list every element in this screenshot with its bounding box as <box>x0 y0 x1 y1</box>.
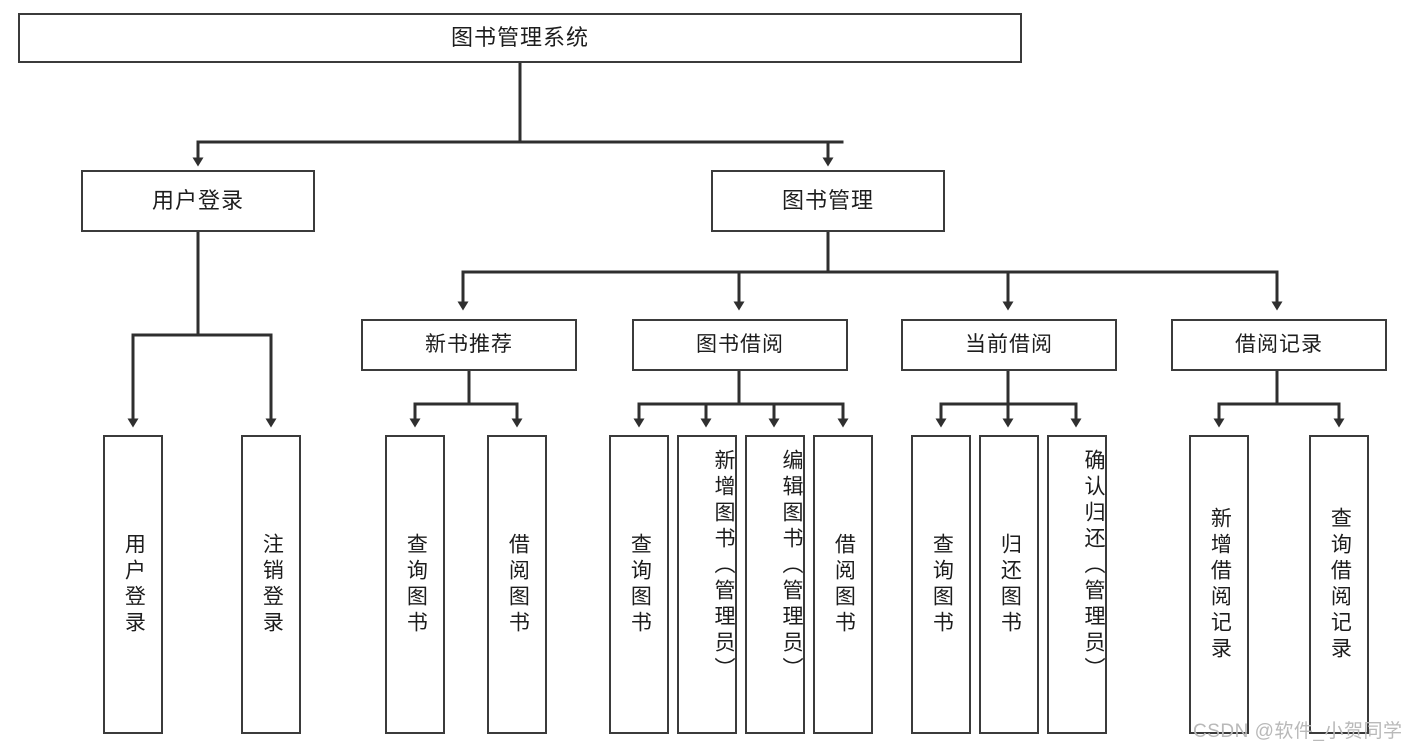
node-leaf-user-login[interactable]: 用户登录 <box>103 435 163 734</box>
node-borrow-record[interactable]: 借阅记录 <box>1171 319 1387 371</box>
node-leaf-edit-book[interactable]: 编辑图书（管理员） <box>745 435 805 734</box>
node-leaf-return-book-label: 归还图书 <box>998 532 1022 637</box>
node-leaf-confirm-return-label: 确认归还（管理员） <box>1082 449 1105 683</box>
node-root-label: 图书管理系统 <box>450 25 589 51</box>
node-leaf-borrow-book-2-label: 借阅图书 <box>832 532 856 637</box>
node-leaf-query-book-3[interactable]: 查询图书 <box>911 435 971 734</box>
node-leaf-borrow-book-1-label: 借阅图书 <box>506 532 530 637</box>
node-leaf-query-book-3-label: 查询图书 <box>930 532 954 637</box>
node-leaf-query-book-2-label: 查询图书 <box>628 532 652 637</box>
node-current-borrow[interactable]: 当前借阅 <box>901 319 1117 371</box>
node-book-manage[interactable]: 图书管理 <box>711 170 945 232</box>
node-root[interactable]: 图书管理系统 <box>18 13 1022 63</box>
node-book-borrow[interactable]: 图书借阅 <box>632 319 848 371</box>
node-leaf-query-record[interactable]: 查询借阅记录 <box>1309 435 1369 734</box>
node-leaf-query-book-1[interactable]: 查询图书 <box>385 435 445 734</box>
node-leaf-add-book[interactable]: 新增图书（管理员） <box>677 435 737 734</box>
node-leaf-edit-book-label: 编辑图书（管理员） <box>780 449 803 683</box>
node-borrow-record-label: 借阅记录 <box>1235 332 1323 356</box>
watermark: CSDN @软件_小贺同学 <box>1193 721 1403 742</box>
node-current-borrow-label: 当前借阅 <box>965 332 1053 356</box>
node-leaf-query-record-label: 查询借阅记录 <box>1328 506 1352 663</box>
node-leaf-logout-label: 注销登录 <box>260 532 284 637</box>
node-leaf-add-record[interactable]: 新增借阅记录 <box>1189 435 1249 734</box>
node-book-borrow-label: 图书借阅 <box>696 332 784 356</box>
node-leaf-return-book[interactable]: 归还图书 <box>979 435 1039 734</box>
node-book-manage-label: 图书管理 <box>781 188 874 214</box>
node-user-login-label: 用户登录 <box>151 188 244 214</box>
node-leaf-add-book-label: 新增图书（管理员） <box>712 449 735 683</box>
node-new-book-recommendation-label: 新书推荐 <box>425 332 513 356</box>
node-leaf-add-record-label: 新增借阅记录 <box>1208 506 1232 663</box>
node-user-login[interactable]: 用户登录 <box>81 170 315 232</box>
node-leaf-confirm-return[interactable]: 确认归还（管理员） <box>1047 435 1107 734</box>
node-leaf-borrow-book-1[interactable]: 借阅图书 <box>487 435 547 734</box>
node-leaf-query-book-2[interactable]: 查询图书 <box>609 435 669 734</box>
node-leaf-logout[interactable]: 注销登录 <box>241 435 301 734</box>
node-new-book-recommendation[interactable]: 新书推荐 <box>361 319 577 371</box>
node-leaf-borrow-book-2[interactable]: 借阅图书 <box>813 435 873 734</box>
node-leaf-query-book-1-label: 查询图书 <box>404 532 428 637</box>
node-leaf-user-login-label: 用户登录 <box>122 532 146 637</box>
